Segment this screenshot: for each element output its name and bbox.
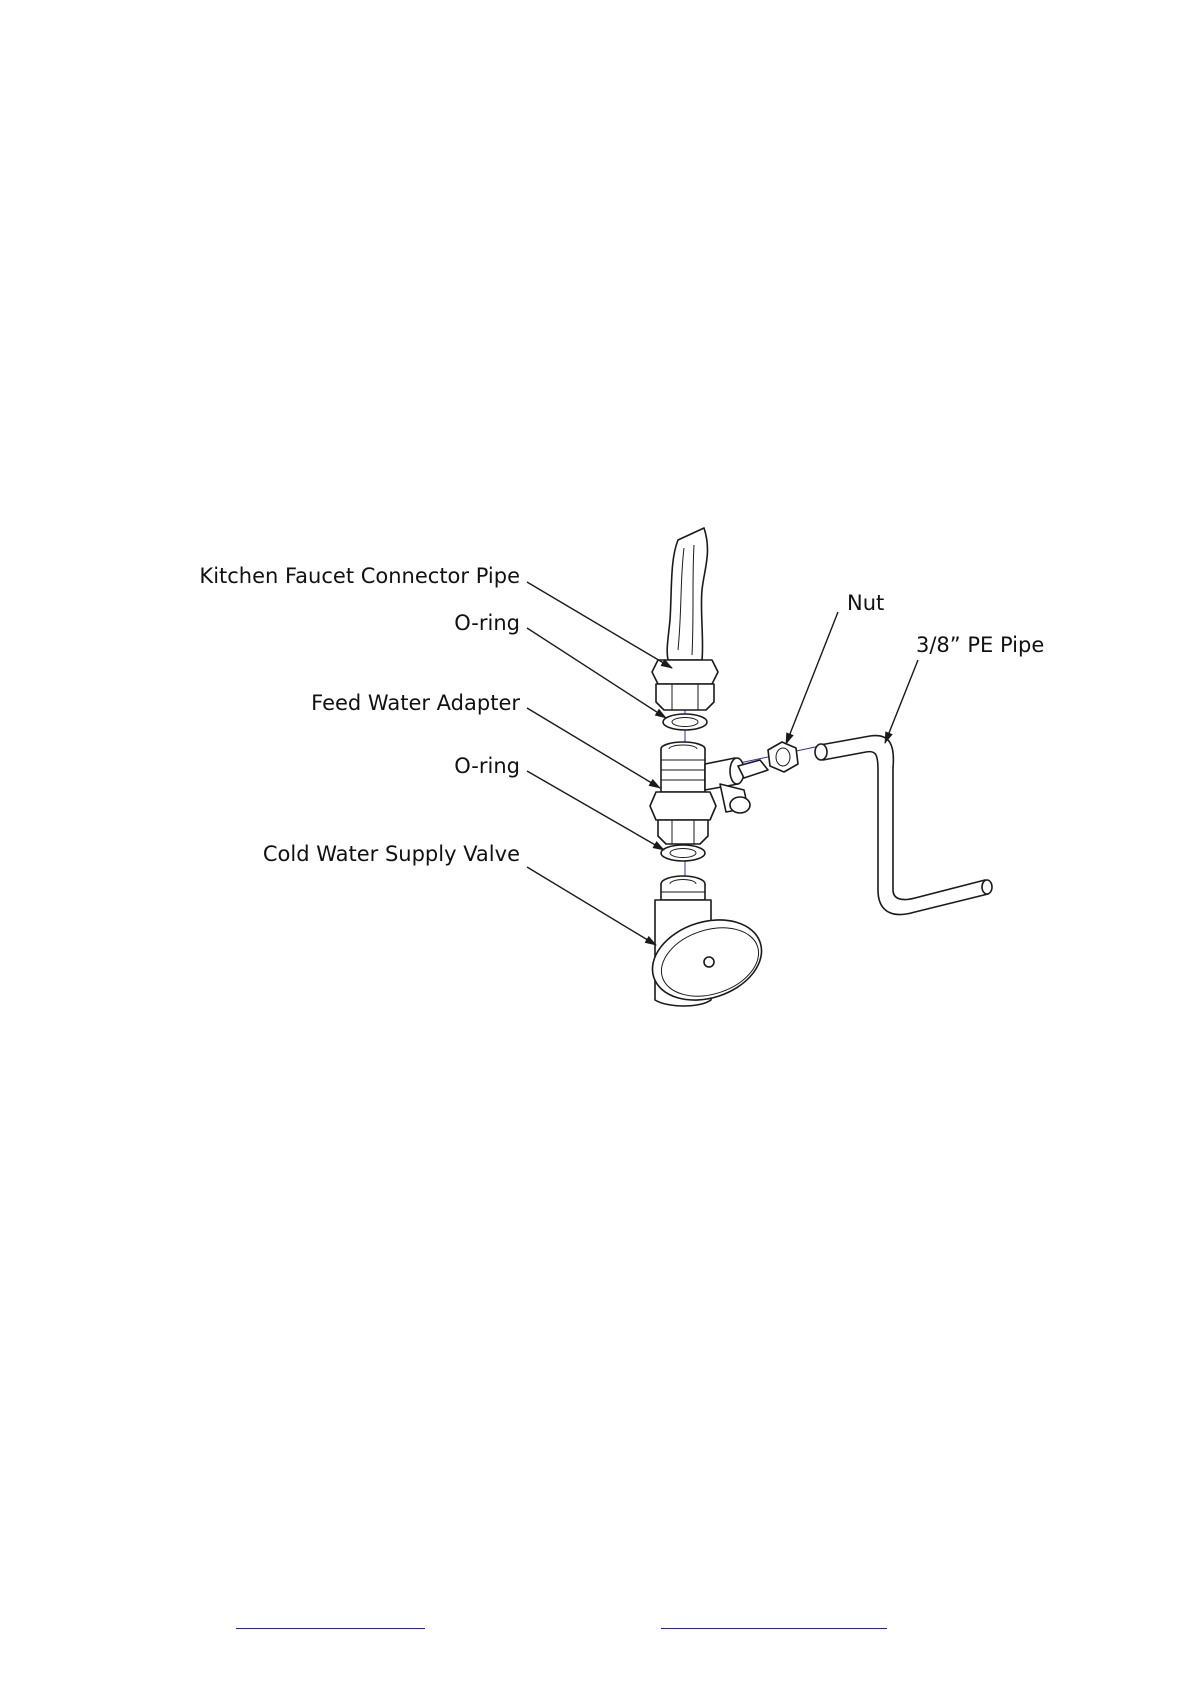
footer-link-left[interactable] — [236, 1628, 425, 1629]
nut-part — [768, 742, 798, 772]
pe-pipe — [815, 736, 992, 915]
leader-cold-water-supply-valve — [527, 867, 656, 945]
o-ring-bottom — [661, 845, 705, 861]
leader-kitchen-faucet-connector-pipe — [527, 582, 672, 668]
leader-pe-pipe — [885, 660, 918, 743]
label-feed-water-adapter: Feed Water Adapter — [311, 691, 520, 715]
o-ring-top — [663, 714, 707, 730]
footer-link-right[interactable] — [661, 1628, 887, 1629]
feed-water-adapter — [650, 742, 768, 844]
label-o-ring-bottom: O-ring — [454, 754, 520, 778]
label-o-ring-top: O-ring — [454, 611, 520, 635]
leader-o-ring-top — [527, 628, 666, 718]
leader-o-ring-bottom — [527, 771, 664, 850]
label-nut: Nut — [847, 591, 884, 615]
leader-nut — [786, 612, 838, 744]
label-kitchen-faucet-connector-pipe: Kitchen Faucet Connector Pipe — [199, 564, 520, 588]
cold-water-supply-valve — [642, 876, 772, 1013]
leader-feed-water-adapter — [527, 708, 660, 788]
label-cold-water-supply-valve: Cold Water Supply Valve — [263, 842, 520, 866]
kitchen-faucet-connector-pipe — [652, 528, 718, 710]
label-pe-pipe: 3/8” PE Pipe — [916, 633, 1044, 657]
